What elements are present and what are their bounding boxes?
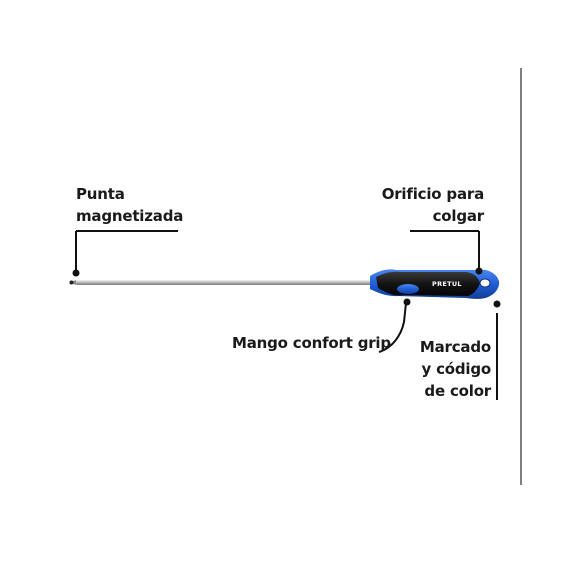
label-marking-line1: Marcado — [419, 338, 491, 356]
brand-logo: PRETUL — [432, 280, 462, 288]
leader-marking — [493, 300, 501, 400]
label-grip-line1: Mango confort grip — [232, 334, 391, 352]
phillips-tip-icon — [69, 280, 76, 285]
label-marking-line2: y código — [421, 360, 491, 378]
label-tip-line1: Punta — [76, 185, 125, 203]
label-marking: Marcado y código de color — [420, 336, 491, 402]
label-tip-line2: magnetizada — [76, 207, 184, 225]
leader-hang-hole — [410, 230, 483, 275]
label-hang-hole-line1: Orificio para — [381, 185, 485, 203]
grip-thumb-pad — [397, 284, 419, 294]
label-tip: Punta magnetizada — [76, 183, 183, 227]
label-hang-hole: Orificio para colgar — [381, 183, 485, 227]
leader-grip — [378, 298, 411, 353]
screwdriver-shaft — [76, 280, 374, 285]
leader-tip — [72, 230, 178, 277]
label-hang-hole-line2: colgar — [432, 207, 485, 225]
handle-black-grip — [376, 271, 480, 296]
label-marking-line3: de color — [424, 382, 491, 400]
label-grip: Mango confort grip — [232, 332, 391, 354]
hang-hole — [479, 278, 491, 288]
screwdriver-handle: PRETUL — [370, 269, 500, 299]
